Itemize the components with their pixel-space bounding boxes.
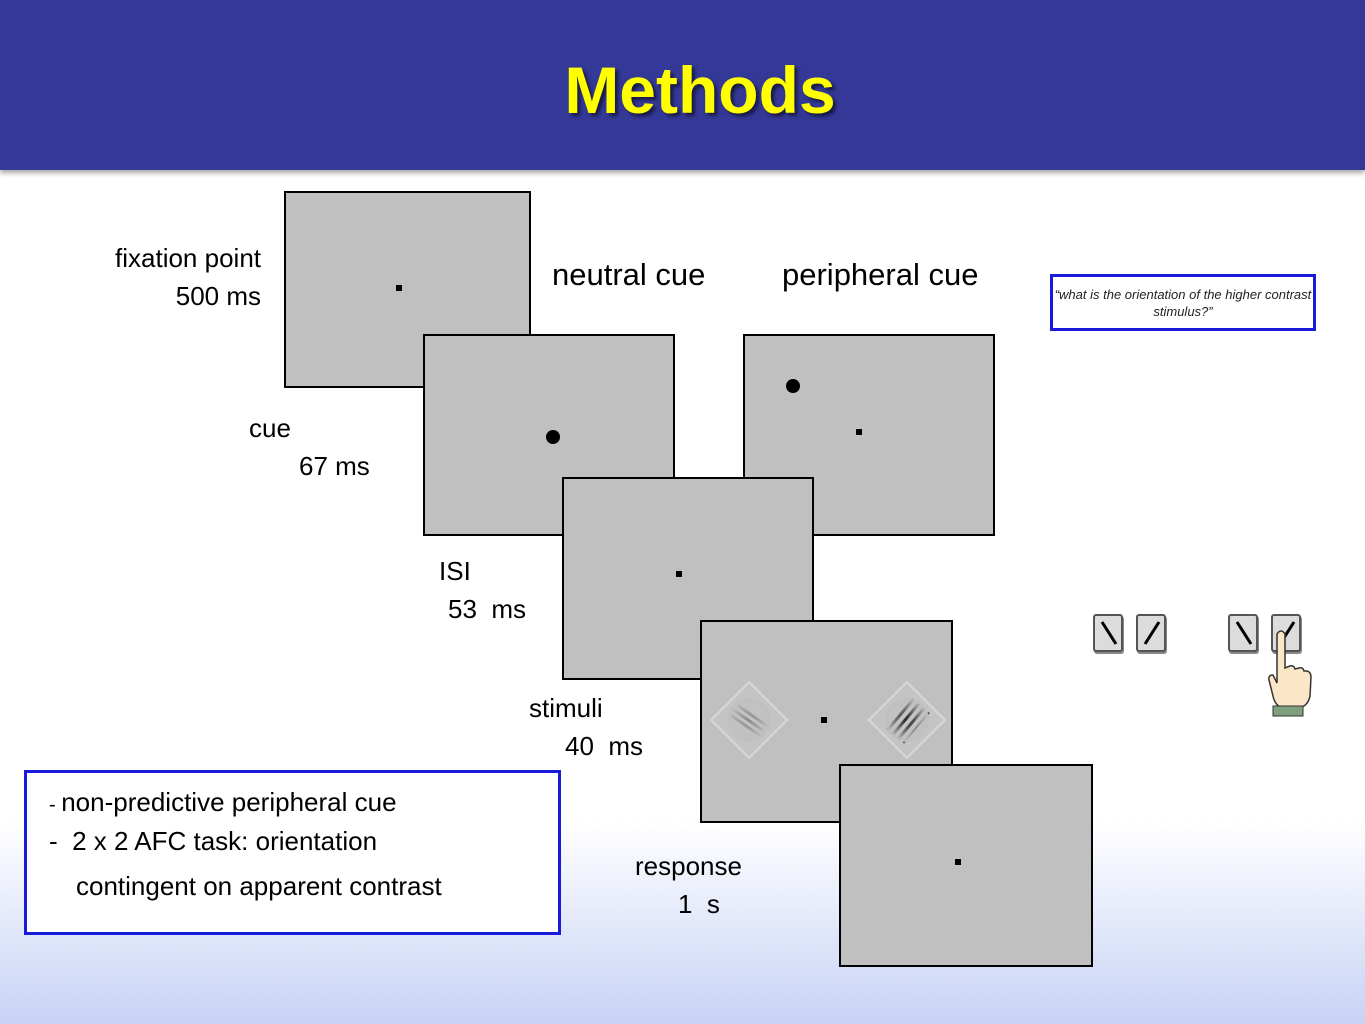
fixation-dot: [821, 717, 827, 723]
task-question-box: “what is the orientation of the higher c…: [1050, 274, 1316, 331]
note-line-3: contingent on apparent contrast: [76, 871, 442, 901]
header-bar: [0, 0, 1365, 170]
step-name: stimuli: [529, 693, 603, 723]
notes-box: - non-predictive peripheral cue - 2 x 2 …: [24, 770, 561, 935]
neutral-cue-dot: [546, 430, 560, 444]
neutral-cue-heading: neutral cue: [552, 257, 706, 292]
fixation-dot: [676, 571, 682, 577]
right-tilt-key-icon: [1271, 614, 1301, 652]
left-tilt-key-icon: [1093, 614, 1123, 652]
step-name: fixation point: [115, 243, 261, 273]
left-tilt-key-icon: [1228, 614, 1258, 652]
note-text: non-predictive peripheral cue: [61, 787, 397, 817]
step-name: ISI: [439, 556, 471, 586]
gabor-stimulus-left-icon: [709, 680, 789, 760]
step-name: cue: [249, 413, 291, 443]
step-duration: 40 ms: [565, 731, 644, 761]
cue-label: cue 67 ms: [249, 409, 370, 485]
step-duration: 53 ms: [448, 594, 527, 624]
fixation-dot: [396, 285, 402, 291]
step-duration: 1 s: [678, 889, 720, 919]
step-duration: 500 ms: [175, 281, 261, 311]
fixation-dot: [955, 859, 961, 865]
response-screen: [839, 764, 1093, 967]
bullet-dash: -: [49, 794, 62, 816]
right-tilt-key-icon: [1136, 614, 1166, 652]
peripheral-cue-dot: [786, 379, 800, 393]
note-line-2: - 2 x 2 AFC task: orientation: [49, 826, 378, 856]
pointing-hand-icon: [1268, 630, 1312, 717]
gabor-stimulus-right-icon: [867, 680, 947, 760]
stimuli-label: stimuli 40 ms: [529, 689, 643, 765]
response-label: response 1 s: [635, 847, 742, 923]
fixation-label: fixation point 500 ms: [89, 239, 261, 315]
isi-label: ISI 53 ms: [439, 552, 526, 628]
note-line-1: - non-predictive peripheral cue: [49, 787, 397, 818]
step-name: response: [635, 851, 742, 881]
peripheral-cue-heading: peripheral cue: [782, 257, 979, 292]
step-duration: 67 ms: [299, 451, 370, 481]
fixation-dot: [856, 429, 862, 435]
slide-title: Methods: [564, 53, 836, 127]
